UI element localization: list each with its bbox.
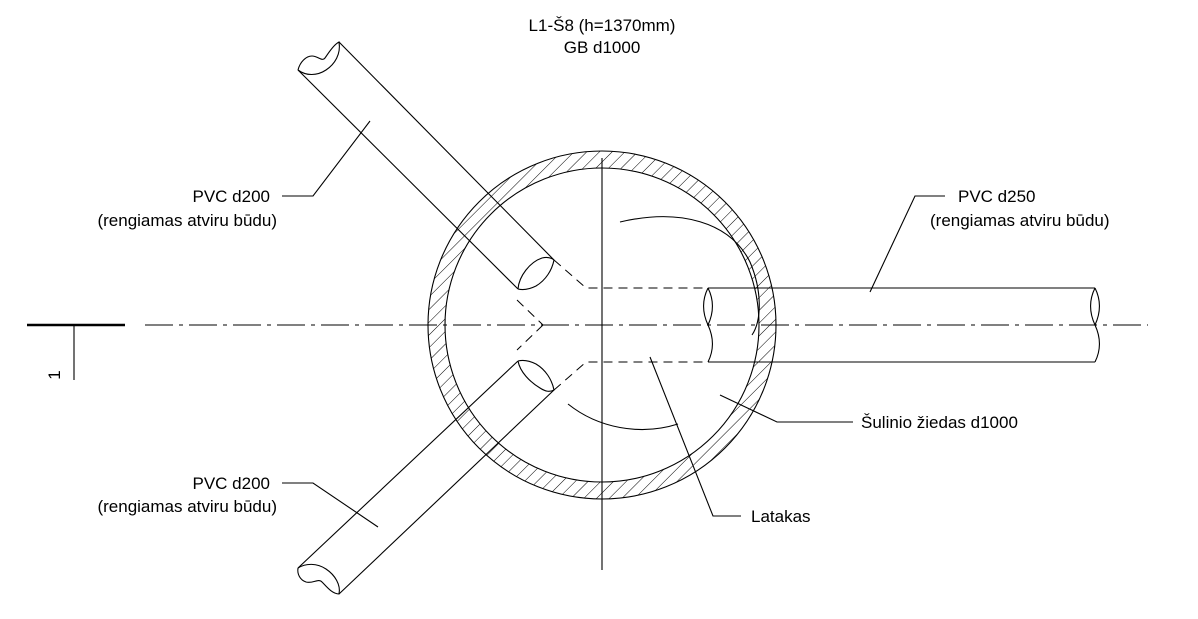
channel-curves bbox=[567, 216, 760, 431]
label-channel: Latakas bbox=[751, 507, 811, 526]
title-line-1: L1-Š8 (h=1370mm) bbox=[529, 16, 676, 35]
leader-lines bbox=[282, 120, 945, 528]
label-pipe-right-line-1: PVC d250 bbox=[958, 187, 1036, 206]
channel-hidden-edges bbox=[516, 259, 710, 391]
label-pipe-lower-left-line-1: PVC d200 bbox=[193, 474, 271, 493]
label-pipe-upper-left-line-1: PVC d200 bbox=[193, 187, 271, 206]
label-pipe-lower-left-line-2: (rengiamas atviru būdu) bbox=[97, 497, 277, 516]
section-marker-number: 1 bbox=[45, 370, 64, 379]
pipe-right bbox=[702, 287, 1101, 363]
label-pipe-upper-left-line-2: (rengiamas atviru būdu) bbox=[97, 211, 277, 230]
label-manhole-ring: Šulinio žiedas d1000 bbox=[861, 413, 1018, 432]
pipe-upper-left bbox=[297, 41, 555, 291]
title-line-2: GB d1000 bbox=[564, 38, 641, 57]
section-marker: 1 bbox=[27, 323, 125, 380]
label-pipe-right-line-2: (rengiamas atviru būdu) bbox=[930, 211, 1110, 230]
